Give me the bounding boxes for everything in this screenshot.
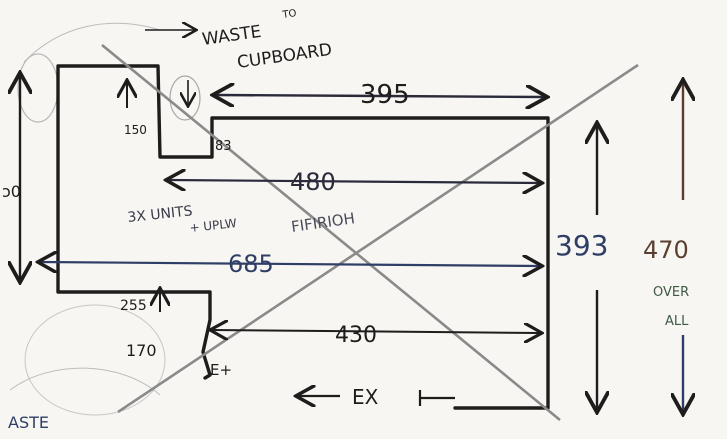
dim-470-label: 470: [643, 236, 689, 264]
dim-393-label: 393: [555, 229, 608, 262]
dim-150-label: 150: [124, 123, 147, 137]
sketch-curve-bottom: [9, 367, 161, 396]
dim-480-label: 480: [290, 168, 336, 196]
dim-395-arrow: [215, 95, 545, 97]
cross-line-2: [117, 63, 639, 414]
dim-395-label: 395: [360, 80, 410, 110]
sketch-circle-bottom-left: [24, 304, 166, 416]
dim-left-partial-label: ͻ0: [2, 182, 21, 201]
dim-685-label: 685: [228, 250, 274, 278]
sketch-circle-top-left: [17, 53, 59, 123]
dim-255-label: 255: [120, 298, 147, 314]
dim-685-arrow: [40, 262, 540, 266]
sketch-circle-waste: [169, 75, 201, 121]
cross-line-1: [101, 43, 561, 422]
dim-170-label: 170: [126, 341, 157, 360]
dim-480-arrow: [168, 180, 540, 183]
cupboard-label: CUPBOARD: [236, 40, 333, 73]
ex-label: EX: [352, 385, 379, 409]
dim-430-label: 430: [335, 323, 377, 348]
ex-small-label: E+: [210, 361, 232, 379]
dim-83-label: 83: [215, 139, 232, 154]
waste-bottom-label: ASTE: [8, 413, 49, 432]
over-label: OVER: [653, 285, 689, 300]
units-note-line-2: + UPLW: [189, 216, 238, 235]
waste-label: WASTE: [201, 22, 263, 50]
sketch-curve-top: [23, 22, 161, 63]
dim-430-arrow: [212, 330, 540, 333]
dim-ex-bar-right: [418, 390, 455, 406]
to-label: TO: [281, 8, 297, 21]
units-note-line-3: FIFIRIOH: [290, 209, 356, 236]
all-label: ALL: [665, 314, 689, 329]
units-note-line-1: 3X UNITS: [127, 203, 194, 226]
